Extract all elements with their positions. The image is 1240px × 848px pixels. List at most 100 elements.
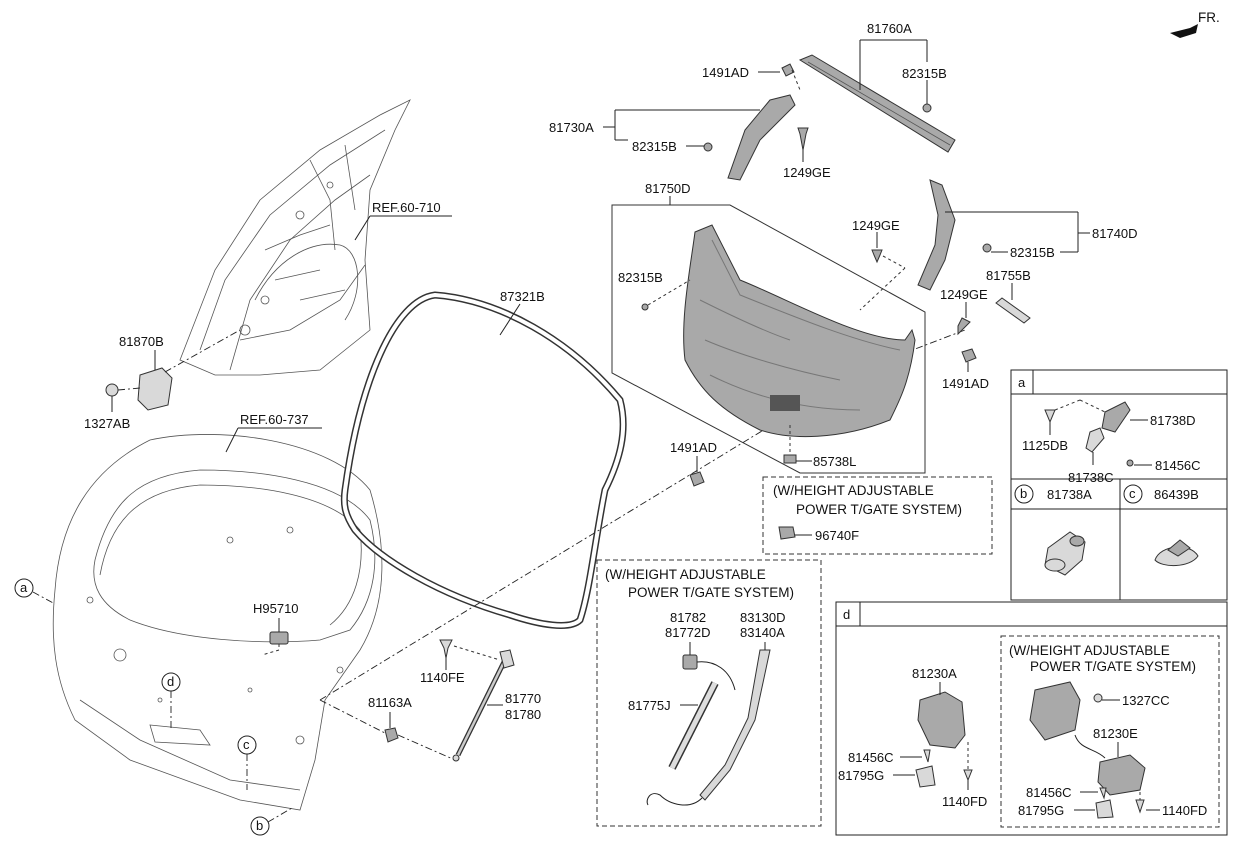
screw-1249GE-top[interactable]: 1249GE <box>783 127 831 180</box>
spindle-81775J[interactable] <box>668 681 719 770</box>
svg-text:82315B: 82315B <box>902 66 947 81</box>
svg-text:87321B: 87321B <box>500 289 545 304</box>
bracket-85738L[interactable]: 85738L <box>783 425 856 469</box>
trim-81740D[interactable]: 81740D <box>917 179 1138 291</box>
svg-text:1249GE: 1249GE <box>783 165 831 180</box>
callout-c[interactable]: c <box>237 735 257 790</box>
svg-text:REF.60-737: REF.60-737 <box>240 412 309 427</box>
svg-text:81738D: 81738D <box>1150 413 1196 428</box>
pad-81755B[interactable]: 81755B <box>986 268 1031 324</box>
svg-text:b: b <box>256 818 263 833</box>
screw-1249GE-right[interactable]: 1249GE <box>940 287 988 336</box>
callout-d[interactable]: d <box>161 672 181 730</box>
gas-strut-81770[interactable]: 81770 81780 <box>452 649 541 762</box>
nut-1327AB[interactable]: 1327AB <box>84 383 141 431</box>
svg-text:83140A: 83140A <box>740 625 785 640</box>
svg-text:b: b <box>1020 486 1027 501</box>
latch-81230E[interactable] <box>1097 742 1146 796</box>
sensor-83130D[interactable] <box>646 642 771 806</box>
svg-text:1327CC: 1327CC <box>1122 693 1170 708</box>
bracket-81795G-d2[interactable]: 81795G <box>1018 799 1114 819</box>
screw-1140FD-d1[interactable]: 1140FD <box>942 742 987 809</box>
ref-60-710: REF.60-710 <box>354 200 452 241</box>
nut-81456C-d2[interactable]: 81456C <box>1026 785 1107 800</box>
screw-1249GE-mid[interactable]: 1249GE <box>852 218 906 311</box>
svg-text:d: d <box>167 674 174 689</box>
svg-text:81775J: 81775J <box>628 698 671 713</box>
nut-1327CC[interactable]: 1327CC <box>1093 693 1170 708</box>
svg-text:1327AB: 1327AB <box>84 416 130 431</box>
trim-panel-81750D[interactable]: 81750D <box>611 181 926 474</box>
front-label: FR. <box>1198 10 1220 25</box>
trim-81730A[interactable]: 81730A <box>549 94 796 181</box>
weatherstrip-87321B[interactable]: 87321B <box>340 289 627 629</box>
clip-82315B-top[interactable]: 82315B <box>902 66 947 113</box>
svg-text:1249GE: 1249GE <box>852 218 900 233</box>
clip-1491AD-mid[interactable]: 1491AD <box>670 440 717 487</box>
clip-82315B-left[interactable]: 82315B <box>632 139 713 154</box>
latch-81230A[interactable] <box>917 682 966 749</box>
ref-60-737: REF.60-737 <box>225 412 322 453</box>
svg-text:1140FD: 1140FD <box>1162 803 1207 818</box>
svg-text:1125DB: 1125DB <box>1022 438 1068 453</box>
bracket-81163A[interactable]: 81163A <box>319 695 456 761</box>
svg-text:POWER T/GATE SYSTEM): POWER T/GATE SYSTEM) <box>628 585 794 600</box>
clip-1491AD-right[interactable]: 1491AD <box>942 348 989 391</box>
part-96740F[interactable]: 96740F <box>778 526 859 543</box>
svg-text:81750D: 81750D <box>645 181 691 196</box>
svg-text:(W/HEIGHT ADJUSTABLE: (W/HEIGHT ADJUSTABLE <box>605 567 766 582</box>
svg-text:81456C: 81456C <box>1155 458 1201 473</box>
svg-text:86439B: 86439B <box>1154 487 1199 502</box>
actuator-upper[interactable] <box>1029 681 1106 759</box>
svg-text:81740D: 81740D <box>1092 226 1138 241</box>
bracket-81795G-d1[interactable]: 81795G <box>838 765 936 788</box>
clip-82315B-panel[interactable]: 82315B <box>618 270 691 311</box>
svg-text:85738L: 85738L <box>813 454 856 469</box>
svg-text:81770: 81770 <box>505 691 541 706</box>
svg-text:81760A: 81760A <box>867 21 912 36</box>
clip-82315B-right[interactable]: 82315B <box>982 243 1055 260</box>
callout-b[interactable]: b <box>250 807 293 836</box>
svg-text:81795G: 81795G <box>838 768 884 783</box>
svg-text:81163A: 81163A <box>368 695 412 710</box>
svg-text:REF.60-710: REF.60-710 <box>372 200 441 215</box>
height-adjustable-box-1: (W/HEIGHT ADJUSTABLE POWER T/GATE SYSTEM… <box>762 476 993 555</box>
svg-text:c: c <box>1129 486 1136 501</box>
svg-text:81730A: 81730A <box>549 120 594 135</box>
svg-text:81230A: 81230A <box>912 666 957 681</box>
callout-a[interactable]: a <box>14 578 56 605</box>
screw-1140FE[interactable]: 1140FE <box>420 639 501 685</box>
module-81870B[interactable]: 81870B <box>119 329 241 411</box>
svg-text:c: c <box>243 737 250 752</box>
nut-81456C-a[interactable]: 81456C <box>1126 458 1201 473</box>
bracket-81738C[interactable]: 81738C <box>1068 427 1114 485</box>
front-direction-indicator: FR. <box>1170 10 1220 38</box>
svg-text:81755B: 81755B <box>986 268 1031 283</box>
screw-1140FD-d2[interactable]: 1140FD <box>1135 792 1207 818</box>
svg-text:81780: 81780 <box>505 707 541 722</box>
trim-81760A[interactable]: 81760A <box>798 21 956 153</box>
svg-text:1491AD: 1491AD <box>702 65 749 80</box>
module-81772D[interactable] <box>682 642 736 691</box>
svg-text:a: a <box>20 580 28 595</box>
detail-box-a: a 81738D 1125DB 81738C 81456C b 81738A c <box>1010 369 1228 601</box>
svg-text:(W/HEIGHT ADJUSTABLE: (W/HEIGHT ADJUSTABLE <box>1009 643 1170 658</box>
svg-text:1491AD: 1491AD <box>942 376 989 391</box>
svg-text:1140FE: 1140FE <box>420 670 465 685</box>
nut-81456C-d1[interactable]: 81456C <box>848 749 931 765</box>
bumper-81738A[interactable] <box>1044 531 1086 576</box>
svg-text:83130D: 83130D <box>740 610 786 625</box>
svg-text:81782: 81782 <box>670 610 706 625</box>
svg-text:d: d <box>843 607 850 622</box>
svg-text:1249GE: 1249GE <box>940 287 988 302</box>
svg-text:1140FD: 1140FD <box>942 794 987 809</box>
grommet-86439B[interactable] <box>1154 539 1199 566</box>
bracket-81738D[interactable]: 81738D <box>1101 401 1196 433</box>
svg-text:(W/HEIGHT ADJUSTABLE: (W/HEIGHT ADJUSTABLE <box>773 483 934 498</box>
camera-H95710[interactable]: H95710 <box>253 601 299 656</box>
body-side-structure <box>179 99 411 376</box>
clip-1491AD-top[interactable]: 1491AD <box>702 63 801 91</box>
screw-1125DB[interactable]: 1125DB <box>1022 399 1106 453</box>
svg-text:1491AD: 1491AD <box>670 440 717 455</box>
